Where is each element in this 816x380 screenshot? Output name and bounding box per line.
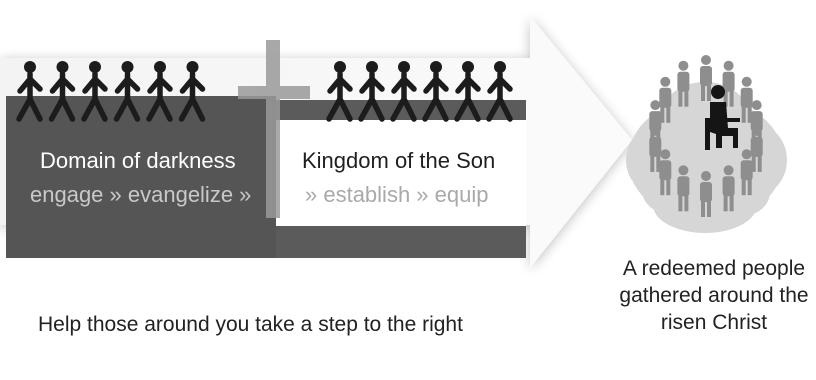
standing-person-icon: [677, 60, 690, 107]
cross-icon: [238, 40, 310, 218]
walking-person-icon: [358, 61, 385, 122]
seated-christ-icon: [705, 85, 740, 150]
darkness-steps: engage » evangelize »: [30, 182, 252, 207]
walking-person-icon: [146, 61, 173, 122]
standing-person-icon: [700, 55, 712, 101]
walking-person-icon: [486, 61, 513, 122]
walking-person-icon: [390, 61, 417, 122]
walking-person-icon: [16, 61, 43, 122]
standing-person-icon: [722, 165, 735, 212]
darkness-panel: [6, 96, 276, 258]
cloud-icon: [626, 82, 787, 233]
walkers-left-group: [16, 61, 206, 122]
standing-person-icon: [677, 165, 690, 212]
walking-person-icon: [81, 61, 108, 122]
standing-person-icon: [750, 125, 763, 172]
walking-person-icon: [178, 61, 206, 122]
darkness-title: Domain of darkness: [40, 148, 236, 173]
kingdom-steps: » establish » equip: [305, 182, 489, 207]
redeemed-people-label: A redeemed people gathered around the ri…: [619, 257, 809, 334]
walking-person-icon: [422, 61, 449, 122]
caption-text: Help those around you take a step to the…: [38, 313, 463, 336]
standing-person-icon: [649, 100, 662, 147]
walking-person-icon: [113, 61, 141, 122]
standing-person-icon: [700, 171, 712, 217]
standing-person-icon: [740, 76, 753, 123]
standing-person-icon: [659, 76, 672, 123]
walking-person-icon: [326, 61, 353, 122]
standing-person-icon: [659, 149, 672, 196]
kingdom-title: Kingdom of the Son: [302, 148, 496, 173]
circle-people-group: [649, 55, 763, 217]
kingdom-panel: [276, 120, 526, 226]
standing-person-icon: [722, 60, 735, 107]
standing-person-icon: [740, 149, 753, 196]
walkers-right-group: [326, 61, 513, 122]
walking-person-icon: [454, 61, 481, 122]
walking-person-icon: [48, 61, 76, 122]
